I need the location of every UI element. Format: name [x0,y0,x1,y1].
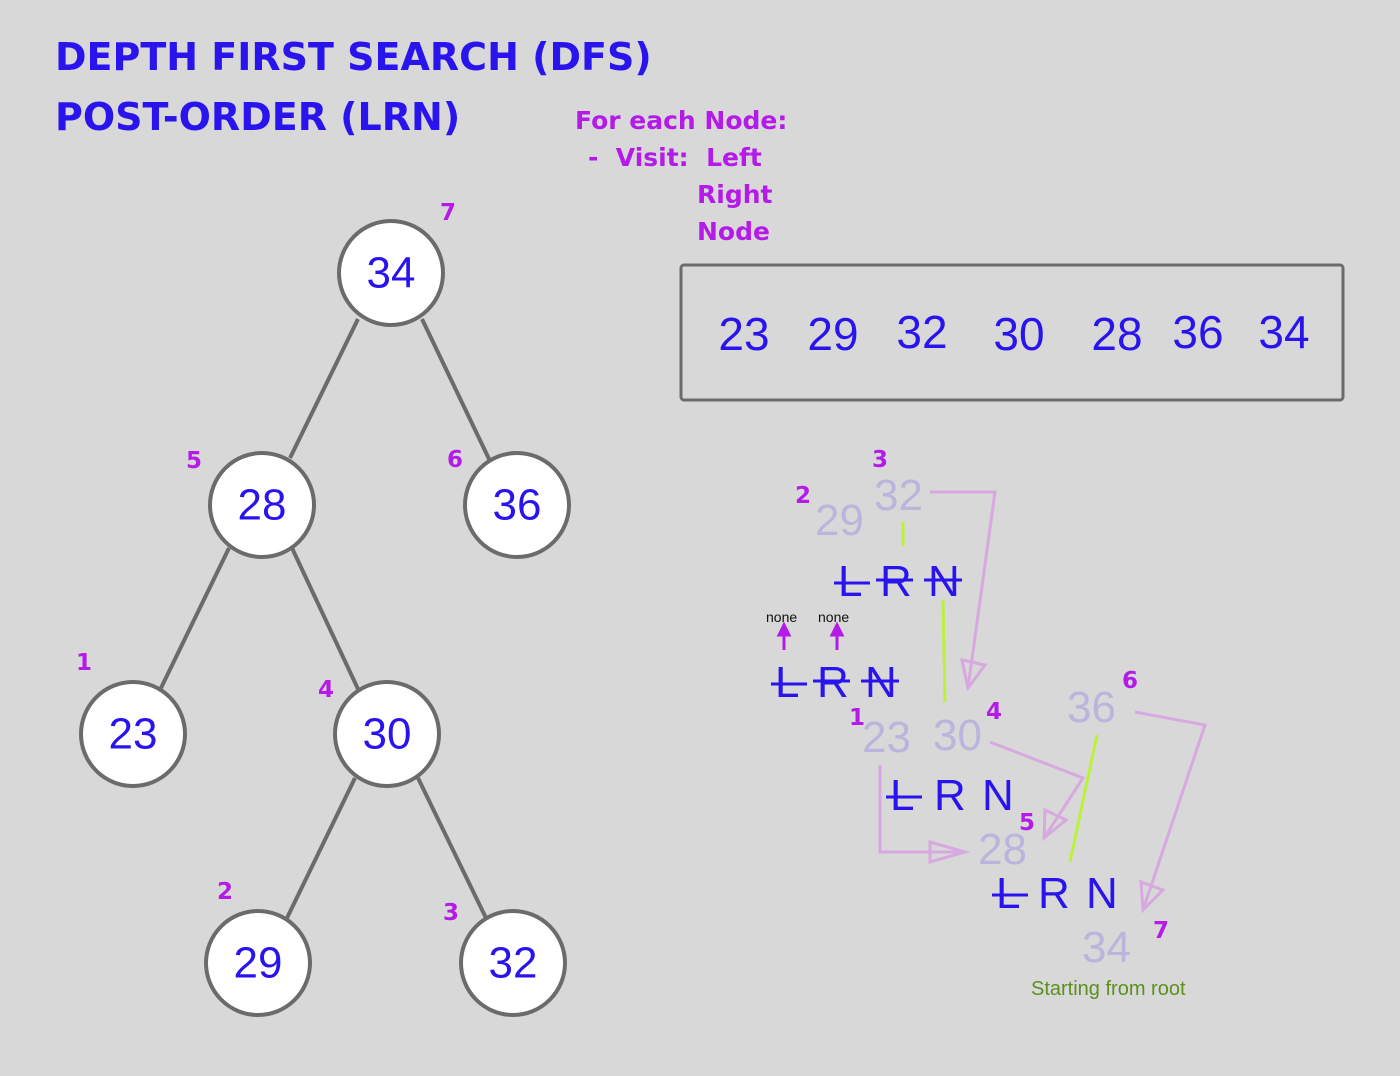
edge-28-30 [290,547,360,690]
none-label: none [766,609,797,625]
sequence-item: 34 [1258,306,1309,358]
trace-order-30: 4 [986,699,1002,725]
edge-34-28 [288,318,360,459]
up-arrow-icon [776,621,792,637]
instruction-line-3: Right [697,180,773,209]
node-value: 29 [234,939,283,988]
node-value: 28 [238,481,287,530]
trace-node-29: 29 [815,496,864,545]
trace-node-28: 28 [978,825,1027,874]
tree-node-28: 28 [208,451,316,559]
sequence-item: 29 [807,308,858,360]
order-label-34: 7 [440,200,456,226]
order-label-23: 1 [76,650,92,676]
lrn-letter-r: R [934,771,966,820]
node-value: 30 [363,710,412,759]
arrowhead [928,840,971,864]
node-circle [208,451,316,559]
trace-node-32: 32 [874,471,923,520]
node-circle [79,680,187,788]
trace-order-32: 3 [872,447,888,473]
lrn-row-23: none none L R N [766,609,899,707]
instruction-line-2: - Visit: Left [588,143,762,172]
lrn-row-32: L R N [834,557,962,606]
edge-30-29 [285,777,357,919]
flow-arrow-32-to-30 [930,490,997,689]
instruction-line-1: For each Node: [575,106,787,135]
lrn-row-30: L R N [886,771,1014,820]
sequence-item: 28 [1091,308,1142,360]
sequence-item: 32 [896,306,947,358]
order-label-32: 3 [443,900,459,926]
trace-order-29: 2 [795,483,811,509]
trace-order-23: 1 [849,705,865,731]
trace-node-34: 34 [1082,923,1131,972]
tree-node-30: 30 [333,680,441,788]
trace-node-30: 30 [933,711,982,760]
edge-34-36 [420,318,492,462]
node-value: 23 [109,710,158,759]
edge-30-32 [416,777,488,919]
arrowhead [1042,807,1069,842]
trace-caption: Starting from root [1031,978,1186,1000]
order-label-36: 6 [447,447,463,473]
node-circle [333,680,441,788]
node-circle [204,909,312,1017]
result-sequence-box [679,263,1345,402]
flow-arrow-36-to-34 [1134,710,1207,911]
node-circle [337,219,445,327]
flow-arrow-23-to-28 [878,765,965,854]
green-link-36 [1068,734,1099,863]
tree-node-32: 32 [459,909,567,1017]
arrowhead [960,658,988,692]
lrn-letter-n: N [982,771,1014,820]
tree-node-36: 36 [463,451,571,559]
trace-order-36: 6 [1122,668,1138,694]
edge-28-23 [159,547,231,689]
trace-order-28: 5 [1019,810,1035,836]
tree-node-23: 23 [79,680,187,788]
order-label-30: 4 [318,677,334,703]
sequence-item: 36 [1172,306,1223,358]
title-line-1: DEPTH FIRST SEARCH (DFS) [55,35,652,79]
node-value: 32 [489,939,538,988]
instruction-line-4: Node [697,217,770,246]
sequence-item: 23 [718,308,769,360]
order-label-29: 2 [217,879,233,905]
arrowhead [1139,879,1166,914]
node-value: 36 [493,481,542,530]
up-arrow-icon [829,621,845,637]
trace-node-23: 23 [862,713,911,762]
node-circle [463,451,571,559]
none-label: none [818,609,849,625]
tree-edges [159,318,492,919]
lrn-letter-n: N [1086,869,1118,918]
tree-node-34: 34 [337,219,445,327]
tree-node-29: 29 [204,909,312,1017]
trace-node-36: 36 [1067,683,1116,732]
lrn-letter-r: R [1038,869,1070,918]
lrn-row-34: L R N [992,869,1118,918]
trace-flow-arrows [878,490,1207,914]
trace-order-34: 7 [1153,918,1169,944]
order-label-28: 5 [186,448,202,474]
node-circle [459,909,567,1017]
sequence-item: 30 [993,308,1044,360]
title-line-2: POST-ORDER (LRN) [55,95,460,139]
green-link-30 [941,599,947,703]
flow-arrow-30-to-28 [989,740,1086,839]
node-value: 34 [367,249,416,298]
